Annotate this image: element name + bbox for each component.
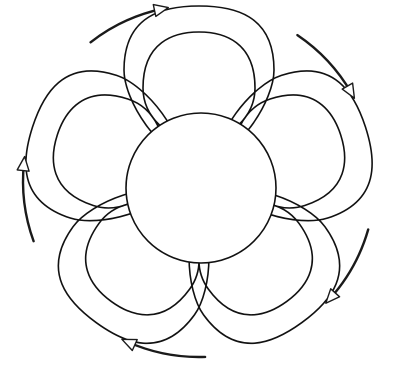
cycle-arrow-1: [91, 5, 169, 43]
cycle-arrow-1-shaft: [91, 9, 163, 43]
cycle-arrow-4-shaft: [127, 342, 205, 357]
cycle-arrow-3: [326, 230, 368, 304]
cycle-arrow-4-head: [122, 339, 137, 350]
cycle-arrow-5: [17, 157, 33, 242]
cycle-arrow-4: [122, 339, 205, 357]
cycle-arrow-2: [297, 35, 354, 98]
cycle-arrow-5-shaft: [23, 163, 34, 242]
cycle-arrow-3-shaft: [330, 230, 368, 299]
cycle-arrow-5-head: [17, 157, 29, 172]
cycle-arrow-2-shaft: [297, 35, 351, 93]
center-circle: [126, 113, 276, 263]
cycle-arrow-2-head: [342, 83, 354, 98]
